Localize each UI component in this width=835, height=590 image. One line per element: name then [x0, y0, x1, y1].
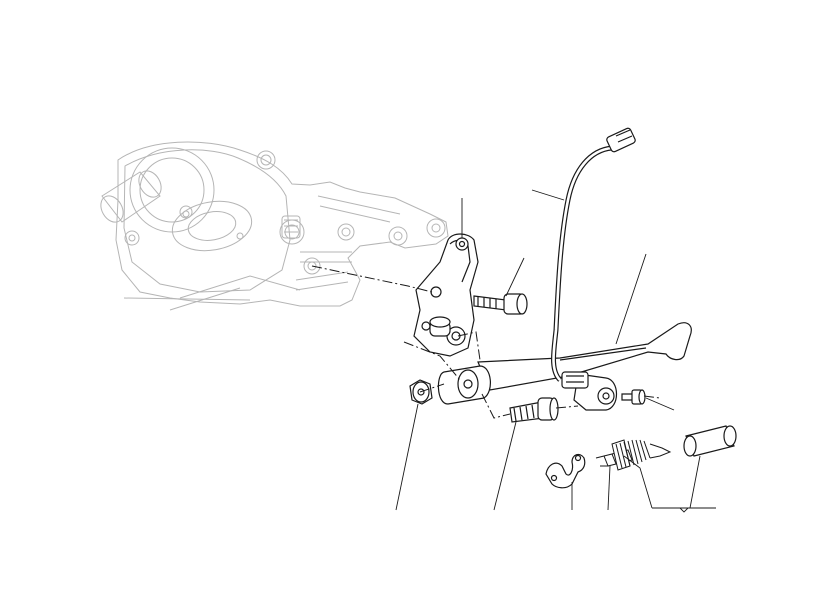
sensor-connector — [561, 127, 636, 389]
pivot-bolt — [509, 397, 559, 423]
leader-lines — [395, 189, 716, 513]
engine-casing-ghost — [100, 141, 449, 311]
bracket-bolt — [473, 293, 528, 315]
assembly-guide-lines — [311, 265, 661, 419]
spring-inner — [595, 449, 633, 467]
sensor-screw — [621, 389, 646, 405]
spring-outer — [611, 439, 672, 471]
mounting-bracket — [413, 233, 479, 357]
spring-sleeve — [683, 425, 737, 457]
sensor-cable — [551, 145, 613, 382]
spring-hook-plate — [545, 453, 586, 489]
side-stand — [437, 322, 692, 411]
nut — [409, 379, 433, 405]
